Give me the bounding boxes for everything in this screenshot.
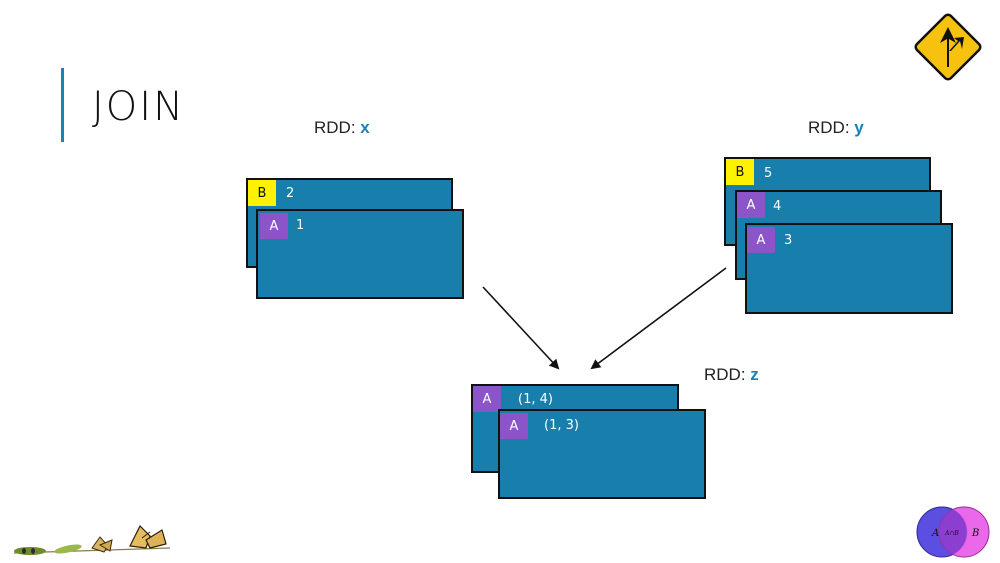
- venn-b-label: B: [971, 528, 979, 539]
- arrow-y-to-z: [590, 267, 727, 370]
- record-value: 1: [296, 218, 305, 233]
- record-value: 3: [784, 233, 793, 248]
- slide-title: JOIN: [92, 84, 185, 130]
- rdd-y-record-3: A 3: [745, 223, 953, 314]
- record-value: (1, 4): [518, 392, 553, 407]
- rdd-x-label: RDD: x: [314, 118, 370, 137]
- key-tag: B: [726, 159, 754, 185]
- key-tag: A: [500, 413, 528, 439]
- key-tag: B: [248, 180, 276, 206]
- rdd-y-label: RDD: y: [808, 118, 864, 137]
- key-tag: A: [473, 386, 501, 412]
- record-value: 5: [764, 166, 773, 181]
- venn-intersection-label: A∩B: [944, 530, 959, 537]
- key-tag: A: [260, 213, 288, 239]
- rdd-z-label: RDD: z: [704, 365, 759, 384]
- key-tag: A: [737, 192, 765, 218]
- rdd-z-record-2: A (1, 3): [498, 409, 706, 499]
- record-value: 2: [286, 186, 295, 201]
- venn-a-label: A: [931, 528, 939, 539]
- key-tag: A: [747, 227, 775, 253]
- record-value: (1, 3): [544, 418, 579, 433]
- record-value: 4: [773, 199, 782, 214]
- rdd-x-record-2: A 1: [256, 209, 464, 299]
- title-accent-bar: [61, 68, 64, 142]
- arrow-x-to-z: [482, 286, 560, 370]
